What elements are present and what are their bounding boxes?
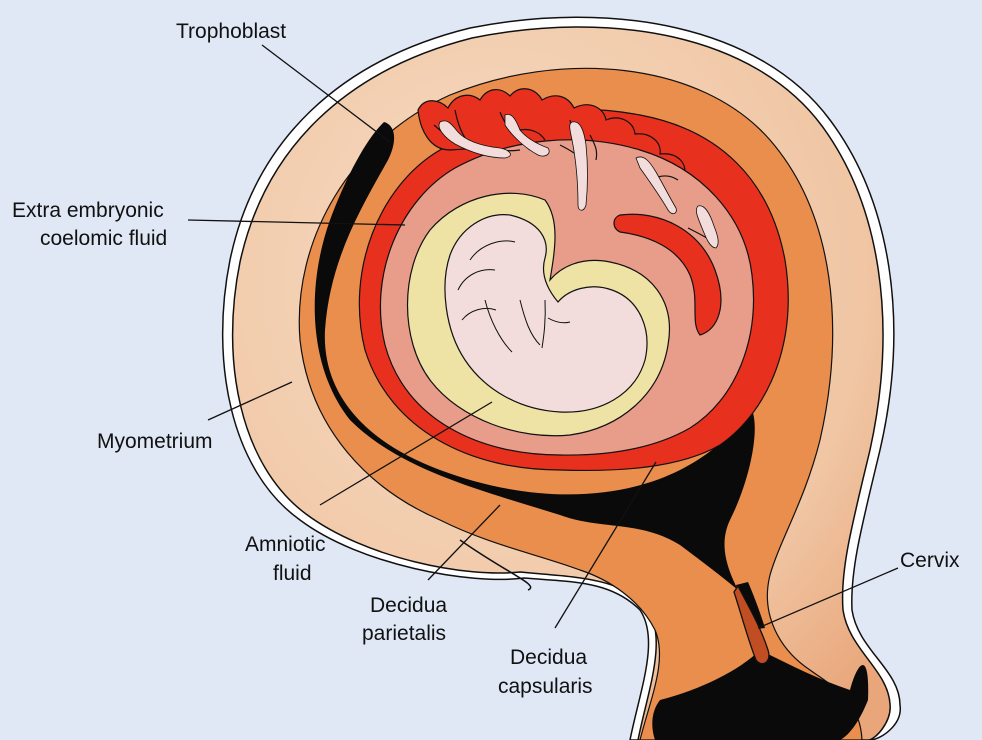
- label-trophoblast: Trophoblast: [176, 20, 286, 43]
- label-cervix: Cervix: [900, 549, 960, 572]
- label-capsularis-line1: Decidua: [510, 646, 587, 669]
- label-extra-embryonic-line1: Extra embryonic: [12, 199, 164, 222]
- label-myometrium: Myometrium: [97, 430, 213, 453]
- label-amniotic-line1: Amniotic: [245, 533, 326, 556]
- label-parietalis-line1: Decidua: [370, 594, 447, 617]
- label-amniotic-line2: fluid: [273, 562, 312, 585]
- label-parietalis-line2: parietalis: [362, 622, 446, 645]
- label-extra-embryonic-line2: coelomic fluid: [40, 227, 167, 250]
- label-capsularis-line2: capsularis: [498, 675, 593, 698]
